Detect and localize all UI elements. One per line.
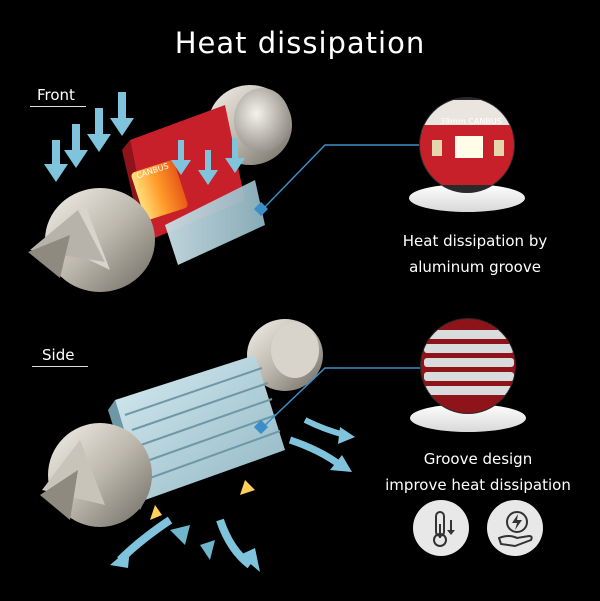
thermometer-down-icon-badge [413, 500, 469, 556]
front-heat-arrows [44, 92, 245, 185]
side-caption: Groove design improve heat dissipation [368, 446, 588, 498]
side-heat-arrows [110, 417, 355, 572]
hand-energy-icon-badge [487, 500, 543, 556]
side-left-cap [40, 423, 152, 527]
side-label-underline [32, 366, 88, 367]
side-right-cap [247, 319, 323, 391]
front-caption: Heat dissipation by aluminum groove [380, 228, 570, 280]
zoom-chip-label: 39mm CANBUS [440, 117, 502, 126]
front-led-chip [131, 160, 188, 220]
front-left-cap [28, 188, 155, 292]
front-label: Front [37, 86, 75, 104]
side-label: Side [42, 346, 75, 364]
side-caption-line2: improve heat dissipation [385, 476, 571, 494]
side-leader-line [261, 367, 420, 429]
thermometer-down-icon [433, 511, 455, 547]
hand-energy-icon [497, 511, 533, 548]
front-zoom-circle: 39mm CANBUS [409, 97, 525, 212]
front-leader-line [261, 144, 420, 211]
front-caption-line2: aluminum groove [409, 258, 541, 276]
front-aluminum-plate [165, 180, 265, 265]
page-title: Heat dissipation [174, 26, 426, 60]
front-caption-line1: Heat dissipation by [402, 232, 548, 250]
front-label-underline [30, 106, 86, 107]
side-zoom-circle [410, 318, 526, 432]
side-caption-line1: Groove design [423, 450, 533, 468]
